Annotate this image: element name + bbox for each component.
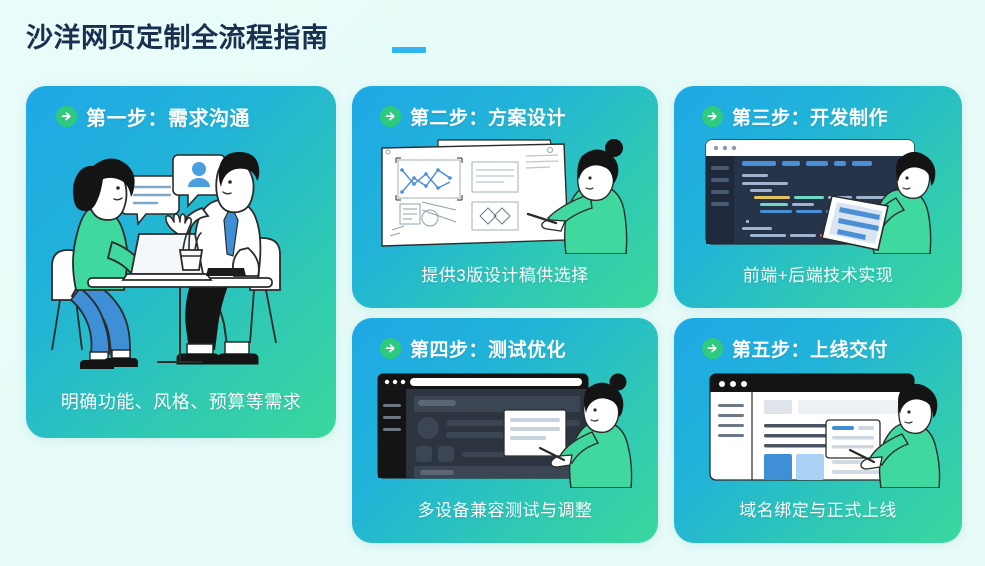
card-title: 第二步：方案设计 bbox=[410, 107, 567, 129]
arrow-circle-icon bbox=[702, 105, 723, 127]
card-header: 第四步：测试优化 bbox=[352, 318, 658, 364]
step-card-4[interactable]: 第四步：测试优化 bbox=[352, 318, 658, 543]
arrow-circle-icon bbox=[380, 337, 401, 359]
illustration-code-editor bbox=[674, 134, 962, 254]
card-caption: 明确功能、风格、预算等需求 bbox=[60, 392, 302, 412]
step-card-1[interactable]: 第一步：需求沟通 bbox=[26, 86, 336, 438]
card-header: 第三步：开发制作 bbox=[674, 86, 962, 132]
step-card-2[interactable]: 第二步：方案设计 bbox=[352, 86, 658, 308]
card-caption: 多设备兼容测试与调整 bbox=[417, 501, 593, 520]
card-caption: 域名绑定与正式上线 bbox=[739, 501, 897, 520]
step-card-3[interactable]: 第三步：开发制作 bbox=[674, 86, 962, 308]
card-title: 第三步：开发制作 bbox=[732, 107, 889, 129]
step-card-5[interactable]: 第五步：上线交付 bbox=[674, 318, 962, 543]
illustration-whiteboard bbox=[352, 134, 658, 254]
card-header: 第五步：上线交付 bbox=[674, 318, 962, 364]
arrow-circle-icon bbox=[380, 105, 401, 127]
arrow-circle-icon bbox=[702, 337, 723, 359]
card-title: 第一步：需求沟通 bbox=[86, 107, 250, 130]
title-underline-accent bbox=[392, 47, 426, 53]
illustration-meeting bbox=[26, 138, 336, 388]
page-title: 沙洋网页定制全流程指南 bbox=[26, 23, 329, 53]
card-caption: 提供3版设计稿供选择 bbox=[421, 266, 589, 285]
card-header: 第一步：需求沟通 bbox=[26, 86, 336, 132]
card-caption: 前端+后端技术实现 bbox=[742, 266, 894, 285]
illustration-launch-browser bbox=[674, 366, 962, 488]
arrow-circle-icon bbox=[56, 105, 77, 127]
card-header: 第二步：方案设计 bbox=[352, 86, 658, 132]
card-title: 第四步：测试优化 bbox=[410, 339, 567, 361]
illustration-testing-dashboard bbox=[352, 366, 658, 488]
card-title: 第五步：上线交付 bbox=[732, 339, 889, 361]
